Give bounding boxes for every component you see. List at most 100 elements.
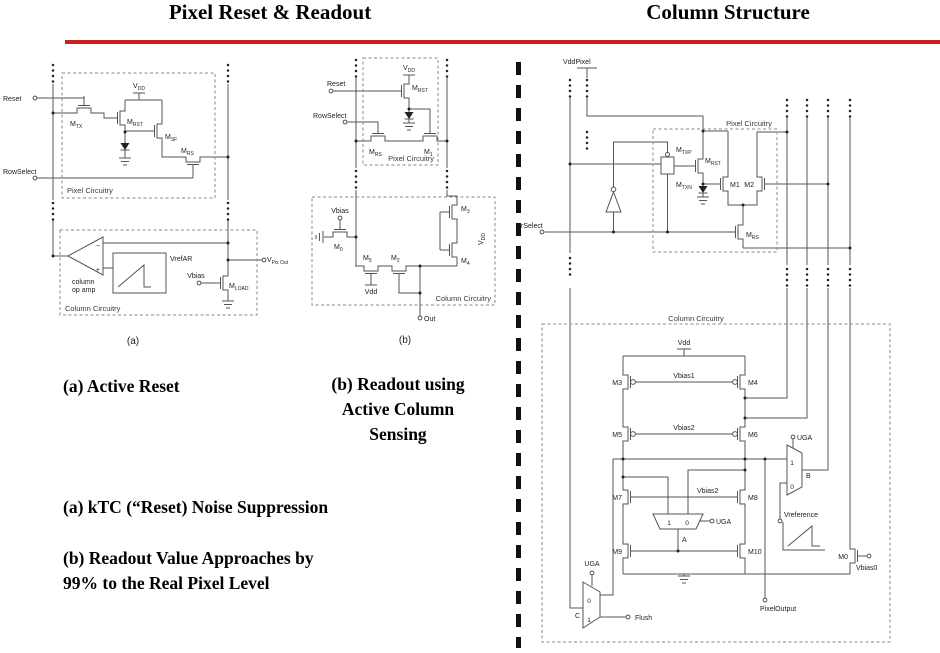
mtxp-label: MTXP [676,147,692,156]
mux-a [652,513,704,530]
m4-transistor-b [440,234,458,266]
bus-dots [354,58,358,78]
mux-b-in0: 0 [790,484,794,491]
vbias-terminal-a [196,280,202,286]
mtx-transistor [68,96,100,114]
pixeloutput-label: PixelOutput [760,606,796,613]
red-rule [65,40,940,44]
m1-label-c: M1 [730,182,740,189]
caption-a: (a) Active Reset [63,376,180,396]
column-box-label-c: Column Circuitry [668,314,724,323]
reset-terminal-b [328,88,334,94]
msf-transistor [145,115,163,147]
bus-dots [826,98,830,118]
bus-dots [585,78,589,98]
m1-label-b: M1 [424,149,433,158]
mux-b [786,444,803,496]
note-b-line1: (b) Readout Value Approaches by [63,548,314,568]
ground-b-1 [403,122,415,131]
pixel-box-label-c: Pixel Circuitry [726,119,772,128]
m2-transistor-b [383,265,415,283]
m5-transistor-c [622,418,640,450]
m1-transistor-b [414,124,446,142]
vbias2-bot-label: Vbias2 [697,488,719,495]
uga-b-terminal [790,434,796,440]
mrst-label-a: MRST [127,119,143,128]
txp-gate-bubble [665,152,670,157]
pixel-circuitry-box-a [61,72,216,199]
ramp-waveform [117,263,151,288]
vdd-label-b: VDD [403,65,415,74]
caption-b-line3: Sensing [369,424,427,444]
m10-label-c: M10 [748,549,762,556]
ground-a-2 [222,300,234,309]
vdd-label-c: Vdd [678,340,691,347]
mux-b-in1: 1 [790,460,794,467]
bus-dots [445,58,449,78]
right-title: Column Structure [646,0,810,24]
figure-a-label: (a) [127,336,139,347]
left-title: Pixel Reset & Readout [168,0,372,24]
photodiode-c [698,186,708,194]
column-box-label-a: Column Circuitry [65,304,121,313]
inverter-bubble [610,186,617,193]
vreference-ramp [787,524,820,547]
vbias0-terminal [866,553,872,559]
out-label-b: Out [424,316,435,323]
mrs-label-b: MRS [369,149,382,158]
reset-label-a: Reset [3,96,21,103]
msf-label: MSF [165,134,177,143]
bus-dots [445,169,449,189]
m6-label-c: M6 [748,432,758,439]
m5-transistor-b [355,265,387,283]
ramp-generator-box [112,252,167,294]
mrst-label-b: MRST [412,85,428,94]
m2-label-c: M2 [744,182,754,189]
column-circuitry-box-b [311,196,496,306]
vbias-label-b: Vbias [331,208,349,215]
pixel-box-label-b: Pixel Circuitry [388,154,434,163]
m3-label-b: M3 [461,206,470,215]
out-terminal-b [417,315,423,321]
mload-label: MLOAD [229,283,249,292]
mrst-transistor-b [392,75,410,107]
bus-dots [805,98,809,118]
reset-label-b: Reset [327,81,345,88]
bus-dots [51,201,55,221]
vbias-label-a: Vbias [187,273,205,280]
circuit-b-wires [311,57,496,316]
mrst-transistor-c [686,150,704,182]
vpixout-label: VPix Out [267,257,289,266]
photodiode-a [120,143,130,151]
mux-a-name: A [682,537,687,544]
dashed-divider [516,62,521,648]
m2-transistor-c [756,168,774,200]
inverter [605,190,622,213]
uga-a-label: UGA [716,519,732,526]
vbias2-top-label: Vbias2 [673,425,695,432]
rowselect-label-b: RowSelect [313,113,347,120]
vrefar-label: VrefAR [170,256,192,263]
bus-dots [354,169,358,189]
circuit-b-active-column-sensing: Reset RowSelect VDD MRST MRS M1 Pixel Ci… [311,57,496,346]
vdd-small-label-b: Vdd [365,289,378,296]
mrs-label-c: MRS [746,232,759,241]
opamp-label-2: op amp [72,287,95,294]
m5-label-b: M5 [363,255,372,264]
opamp-label-1: column [72,279,95,286]
m3-label-c: M3 [612,380,622,387]
m3-transistor-c [622,366,640,398]
mrs-transistor-a [177,156,209,174]
rselect-terminal [539,229,545,235]
caption-b: (b) Readout using Active Column Sensing [303,372,493,447]
bus-dots [826,267,830,287]
vdd-label-a: VDD [133,83,145,92]
vreference-terminal [777,518,783,524]
bus-dots [848,98,852,118]
ground-b-2 [315,231,324,243]
mrst-transistor-a [108,102,126,134]
photodiode-b [404,112,414,120]
vddpixel-label: VddPixel [563,59,591,66]
flush-terminal [625,614,631,620]
